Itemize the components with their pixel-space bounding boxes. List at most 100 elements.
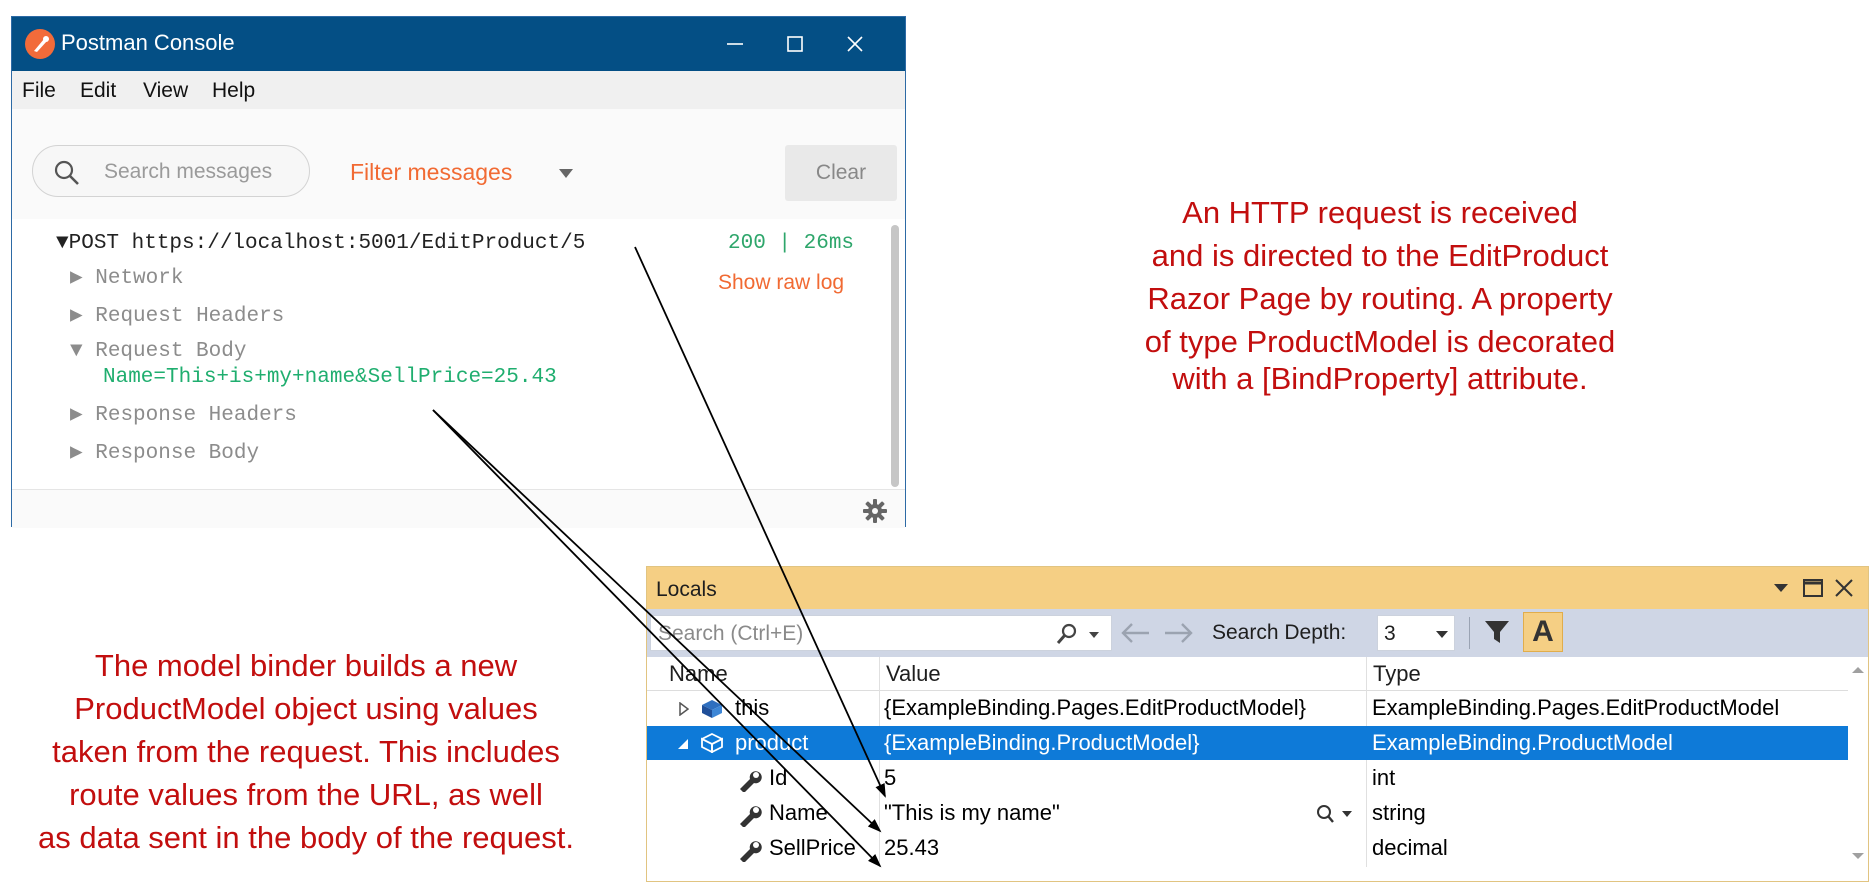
chevron-down-icon	[1436, 631, 1448, 638]
annotation-line: Razor Page by routing. A property	[1147, 281, 1613, 316]
table-row[interactable]: SellPrice 25.43 decimal	[647, 831, 1848, 865]
table-row[interactable]: this {ExampleBinding.Pages.EditProductMo…	[647, 691, 1848, 725]
wrench-icon	[740, 806, 762, 827]
annotation-line: An HTTP request is received	[1182, 195, 1578, 230]
section-request-headers[interactable]: ▶ Request Headers	[70, 302, 284, 328]
title-bar: Postman Console	[12, 17, 905, 71]
section-label: Request Headers	[95, 305, 285, 328]
column-header-value[interactable]: Value	[886, 661, 941, 686]
expand-arrow-icon[interactable]	[679, 702, 689, 716]
collapsed-triangle-icon: ▶	[70, 404, 96, 427]
postman-console-window: Postman Console File Edit View Help Sear…	[11, 16, 906, 528]
scrollbar[interactable]	[891, 225, 899, 487]
table-row-selected[interactable]: product {ExampleBinding.ProductModel} Ex…	[647, 726, 1848, 760]
section-label: Request Body	[95, 340, 247, 363]
close-icon[interactable]	[1835, 579, 1853, 597]
annotation-line: taken from the request. This includes	[52, 734, 560, 769]
column-header-type[interactable]: Type	[1373, 661, 1421, 686]
column-separator[interactable]	[879, 657, 880, 867]
object-cube-icon	[702, 700, 722, 718]
filter-messages-dropdown[interactable]: Filter messages	[350, 159, 513, 185]
annotation-line: The model binder builds a new	[94, 648, 518, 683]
postman-logo-icon	[25, 29, 55, 59]
locals-title: Locals	[656, 578, 717, 601]
filter-icon[interactable]	[1483, 618, 1511, 646]
collapse-arrow-icon[interactable]	[677, 738, 689, 750]
window-controls	[1774, 579, 1853, 597]
locals-search-placeholder: Search (Ctrl+E)	[658, 622, 804, 645]
cell-type: ExampleBinding.ProductModel	[1372, 730, 1673, 755]
forward-arrow-icon[interactable]	[1165, 623, 1193, 643]
section-response-headers[interactable]: ▶ Response Headers	[70, 401, 297, 427]
dropdown-icon[interactable]	[1774, 584, 1788, 592]
annotation-line: of type ProductModel is decorated	[1144, 324, 1616, 359]
menu-file[interactable]: File	[22, 79, 56, 102]
request-line-text: POST https://localhost:5001/EditProduct/…	[68, 232, 586, 255]
console-toolbar: Search messages Filter messages Clear	[12, 109, 905, 220]
object-cube-icon	[701, 733, 723, 753]
clear-button[interactable]: Clear	[785, 145, 897, 201]
expanded-triangle-icon: ▼	[56, 232, 69, 255]
show-raw-log-link[interactable]: Show raw log	[718, 271, 845, 294]
window-title: Postman Console	[61, 30, 235, 55]
wrench-icon	[740, 771, 762, 792]
locals-search-input[interactable]: Search (Ctrl+E)	[650, 615, 1112, 651]
locals-toolbar: Search (Ctrl+E) Search Depth: 3 A	[647, 609, 1868, 657]
minimize-button[interactable]	[705, 17, 765, 71]
console-footer	[12, 489, 905, 528]
cell-value: {ExampleBinding.Pages.EditProductModel}	[884, 695, 1306, 720]
annotation-line: with a [BindProperty] attribute.	[1172, 361, 1588, 396]
section-network[interactable]: ▶ Network	[70, 264, 183, 290]
arrow-body-to-sellprice	[432, 409, 882, 868]
annotation-line: and is directed to the EditProduct	[1151, 238, 1609, 273]
search-input[interactable]: Search messages	[32, 145, 310, 197]
table-row[interactable]: Name "This is my name" string	[647, 796, 1848, 830]
cell-type: decimal	[1372, 835, 1448, 860]
collapsed-triangle-icon: ▶	[70, 305, 96, 328]
collapsed-triangle-icon: ▶	[70, 267, 96, 290]
chevron-down-icon[interactable]	[559, 169, 573, 179]
section-label: Network	[95, 267, 184, 290]
search-depth-label: Search Depth:	[1212, 621, 1347, 644]
search-placeholder: Search messages	[104, 160, 273, 183]
a-toggle-button[interactable]: A	[1523, 612, 1563, 652]
annotation-line: route values from the URL, as well	[69, 777, 543, 812]
section-request-body[interactable]: ▼ Request Body	[70, 340, 246, 363]
menu-help[interactable]: Help	[212, 79, 256, 102]
scroll-up-icon[interactable]	[1852, 667, 1864, 673]
annotation-line: as data sent in the body of the request.	[38, 820, 574, 855]
table-row[interactable]: Id 5 int	[647, 761, 1848, 795]
request-entry[interactable]: ▼POST https://localhost:5001/EditProduct…	[56, 232, 585, 255]
search-depth-select[interactable]: 3	[1377, 615, 1455, 651]
search-icon[interactable]	[1055, 622, 1107, 646]
scroll-down-icon[interactable]	[1852, 853, 1864, 859]
section-label: Response Headers	[95, 404, 297, 427]
arrow-body-to-name	[432, 409, 882, 833]
expanded-triangle-icon: ▼	[70, 340, 96, 363]
cell-name: Name	[769, 800, 828, 825]
locals-title-bar: Locals	[647, 567, 1868, 609]
magnifier-visualizer-icon[interactable]	[1312, 803, 1356, 825]
locals-window: Locals Search (Ctrl+E) Search Depth: 3 A	[646, 566, 1869, 882]
cell-value: 5	[884, 765, 897, 790]
gear-icon[interactable]	[862, 498, 888, 524]
menu-edit[interactable]: Edit	[80, 79, 117, 102]
menu-view[interactable]: View	[143, 79, 189, 102]
close-button[interactable]	[825, 17, 885, 71]
wrench-icon	[740, 841, 762, 862]
scrollbar[interactable]	[1848, 657, 1868, 881]
cell-type: string	[1372, 800, 1426, 825]
cell-value: "This is my name"	[884, 800, 1060, 825]
collapsed-triangle-icon: ▶	[70, 442, 96, 465]
maximize-button[interactable]	[765, 17, 825, 71]
column-separator[interactable]	[1366, 657, 1367, 867]
section-response-body[interactable]: ▶ Response Body	[70, 439, 259, 465]
cell-type: ExampleBinding.Pages.EditProductModel	[1372, 695, 1780, 720]
cell-type: int	[1372, 765, 1396, 790]
maximize-icon[interactable]	[1803, 579, 1823, 597]
search-icon	[54, 160, 79, 185]
cell-name: Id	[769, 765, 788, 790]
back-arrow-icon[interactable]	[1121, 623, 1149, 643]
navigation-arrows	[1121, 623, 1193, 643]
minimize-icon	[727, 43, 743, 45]
